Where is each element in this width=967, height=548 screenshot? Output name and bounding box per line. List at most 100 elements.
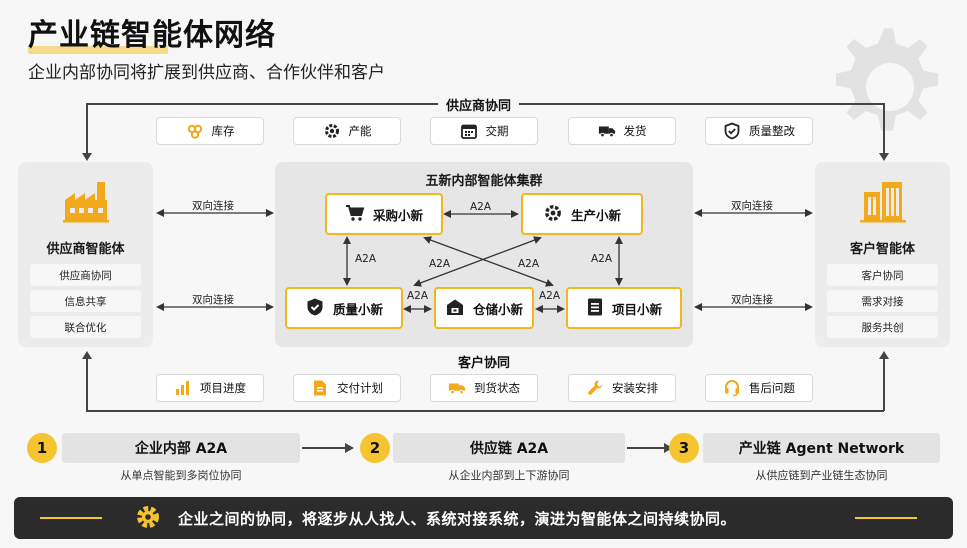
banner-divider-right	[855, 517, 917, 519]
a2a-label: A2A	[539, 290, 561, 302]
step-connector-arrow	[345, 443, 354, 453]
document-icon	[311, 379, 329, 397]
supplier-agent-item: 联合优化	[30, 316, 141, 338]
building-icon	[815, 180, 950, 224]
supplier-agent-panel: 供应商智能体 供应商协同 信息共享 联合优化	[18, 162, 153, 347]
node-label: 仓储小新	[472, 301, 523, 317]
document-list-icon	[586, 297, 604, 320]
truck-icon	[598, 122, 616, 140]
chip-shipping: 发货	[568, 117, 676, 145]
a2a-label: A2A	[591, 253, 613, 265]
supplier-agent-item: 供应商协同	[30, 264, 141, 286]
node-project[interactable]: 项目小新	[566, 287, 682, 329]
chip-label: 售后问题	[749, 381, 795, 395]
truck-icon	[448, 379, 466, 397]
gear-icon	[323, 122, 341, 140]
chip-label: 交期	[485, 124, 509, 138]
title-highlight	[28, 46, 168, 54]
chip-label: 交付计划	[337, 381, 383, 395]
calendar-icon	[460, 122, 478, 140]
a2a-label: A2A	[470, 201, 492, 213]
chip-capacity: 产能	[293, 117, 401, 145]
node-label: 质量小新	[332, 301, 383, 317]
page-subtitle: 企业内部协同将扩展到供应商、合作伙伴和客户	[28, 63, 385, 83]
chip-label: 发货	[623, 124, 647, 138]
chip-label: 项目进度	[200, 381, 246, 395]
step-number: 2	[360, 433, 390, 463]
customer-flow-line	[86, 410, 884, 412]
chip-arrival-status: 到货状态	[430, 374, 538, 402]
step-desc: 从供应链到产业链生态协同	[755, 469, 888, 482]
gear-icon	[543, 203, 563, 226]
bottom-banner	[14, 497, 953, 539]
chip-delivery-date: 交期	[430, 117, 538, 145]
customer-agent-item: 客户协同	[827, 264, 938, 286]
chip-label: 安装安排	[612, 381, 658, 395]
node-label: 项目小新	[611, 301, 662, 317]
a2a-label: A2A	[355, 253, 377, 265]
supplier-collab-label: 供应商协同	[438, 95, 520, 114]
shield-check-icon	[723, 122, 741, 140]
bidir-label: 双向连接	[192, 200, 234, 212]
supplier-flow-arrow-left	[82, 153, 92, 161]
page-title: 产业链智能体网络	[28, 18, 276, 53]
decorative-gear-icon	[836, 28, 938, 131]
wrench-icon	[586, 379, 604, 397]
gear-icon	[137, 506, 159, 528]
step-connector	[302, 447, 350, 449]
customer-agent-panel: 客户智能体 客户协同 需求对接 服务共创	[815, 162, 950, 347]
step-connector-arrow	[664, 443, 673, 453]
warehouse-icon	[445, 297, 465, 320]
supplier-flow-right	[883, 103, 885, 155]
chip-label: 到货状态	[474, 381, 520, 395]
shield-check-icon	[305, 297, 325, 320]
node-purchase[interactable]: 采购小新	[325, 193, 443, 235]
cluster-title: 五新内部智能体集群	[425, 174, 543, 189]
customer-flow-left	[86, 357, 88, 411]
node-label: 采购小新	[372, 207, 423, 223]
customer-collab-label: 客户协同	[458, 356, 511, 371]
bidir-label: 双向连接	[192, 294, 234, 306]
supplier-agent-item: 信息共享	[30, 290, 141, 312]
customer-flow-arrow-right	[879, 351, 889, 359]
step-desc: 从单点智能到多岗位协同	[120, 469, 242, 482]
banner-text: 企业之间的协同，将逐步从人找人、系统对接系统，演进为智能体之间持续协同。	[178, 510, 737, 528]
supplier-flow-arrow-right	[879, 153, 889, 161]
node-warehouse[interactable]: 仓储小新	[434, 287, 534, 329]
chip-project-progress: 项目进度	[156, 374, 264, 402]
customer-agent-item: 需求对接	[827, 290, 938, 312]
bidir-label: 双向连接	[731, 294, 773, 306]
a2a-label: A2A	[429, 258, 451, 270]
chip-label: 产能	[348, 124, 372, 138]
cart-icon	[345, 204, 365, 225]
supplier-flow-left	[86, 103, 88, 155]
step-title: 供应链 A2A	[393, 433, 625, 463]
chip-after-sales: 售后问题	[705, 374, 813, 402]
node-quality[interactable]: 质量小新	[285, 287, 403, 329]
chip-delivery-plan: 交付计划	[293, 374, 401, 402]
a2a-label: A2A	[407, 290, 429, 302]
customer-agent-name: 客户智能体	[849, 242, 915, 257]
bar-chart-icon	[174, 379, 192, 397]
factory-icon	[18, 180, 153, 224]
bidir-label: 双向连接	[731, 200, 773, 212]
supplier-agent-name: 供应商智能体	[46, 242, 125, 257]
step-number: 1	[27, 433, 57, 463]
node-label: 生产小新	[570, 207, 621, 223]
customer-agent-item: 服务共创	[827, 316, 938, 338]
a2a-label: A2A	[518, 258, 540, 270]
node-production[interactable]: 生产小新	[521, 193, 643, 235]
customer-flow-arrow-left	[82, 351, 92, 359]
step-connector	[627, 447, 669, 449]
step-desc: 从企业内部到上下游协同	[448, 469, 570, 482]
chip-label: 库存	[211, 124, 235, 138]
chip-inventory: 库存	[156, 117, 264, 145]
banner-divider-left	[40, 517, 102, 519]
headset-icon	[723, 379, 741, 397]
inventory-icon	[186, 122, 204, 140]
chip-label: 质量整改	[749, 124, 795, 138]
step-title: 企业内部 A2A	[62, 433, 300, 463]
chip-installation: 安装安排	[568, 374, 676, 402]
step-title: 产业链 Agent Network	[703, 433, 940, 463]
